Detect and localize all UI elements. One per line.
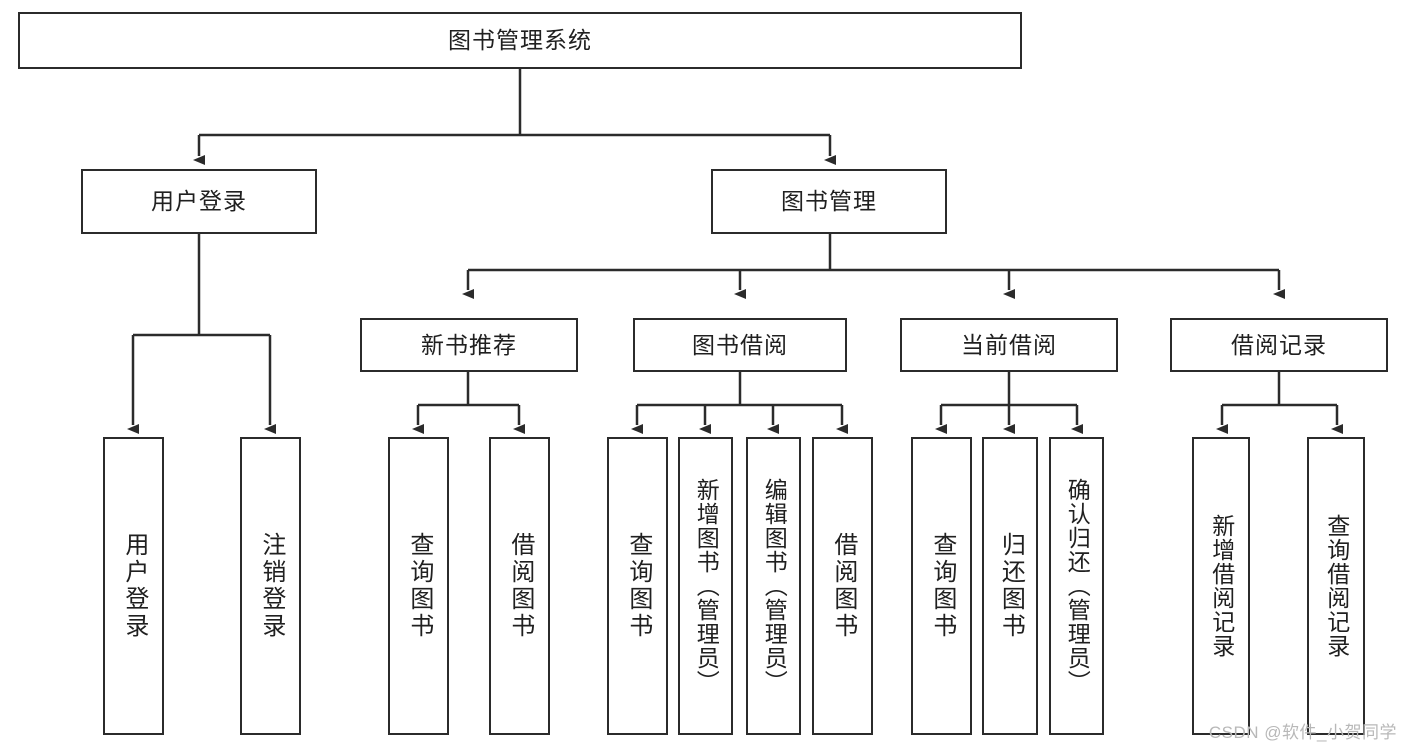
node-borrowing-record[interactable]: 借阅记录: [1170, 318, 1388, 372]
node-label: 编辑图书（管理员）: [761, 478, 788, 694]
leaf-confirm-return-admin[interactable]: 确认归还（管理员）: [1049, 437, 1104, 735]
node-label: 确认归还（管理员）: [1064, 478, 1091, 694]
node-label: 借阅图书: [829, 532, 857, 640]
node-label: 图书借阅: [692, 331, 788, 358]
leaf-logout[interactable]: 注销登录: [240, 437, 301, 735]
node-book-management[interactable]: 图书管理: [711, 169, 947, 234]
node-label: 查询图书: [624, 532, 652, 640]
node-label: 新增借阅记录: [1208, 514, 1235, 658]
leaf-user-login[interactable]: 用户登录: [103, 437, 164, 735]
node-label: 图书管理: [781, 188, 877, 215]
watermark-text: CSDN @软件_小贺同学: [1208, 723, 1397, 742]
leaf-edit-book-admin[interactable]: 编辑图书（管理员）: [746, 437, 801, 735]
node-label: 图书管理系统: [448, 27, 592, 54]
node-label: 查询图书: [405, 532, 433, 640]
leaf-add-borrow-record[interactable]: 新增借阅记录: [1192, 437, 1250, 735]
node-label: 当前借阅: [961, 331, 1057, 358]
leaf-query-book-new[interactable]: 查询图书: [388, 437, 449, 735]
node-label: 用户登录: [151, 188, 247, 215]
node-label: 新增图书（管理员）: [693, 478, 720, 694]
leaf-add-book-admin[interactable]: 新增图书（管理员）: [678, 437, 733, 735]
node-new-book-recommendation[interactable]: 新书推荐: [360, 318, 578, 372]
node-user-login[interactable]: 用户登录: [81, 169, 317, 234]
leaf-borrow-book[interactable]: 借阅图书: [812, 437, 873, 735]
node-label: 新书推荐: [421, 331, 517, 358]
leaf-return-book[interactable]: 归还图书: [982, 437, 1038, 735]
node-label: 用户登录: [120, 532, 148, 640]
node-current-borrowing[interactable]: 当前借阅: [900, 318, 1118, 372]
node-label: 查询借阅记录: [1323, 514, 1350, 658]
leaf-query-borrow-record[interactable]: 查询借阅记录: [1307, 437, 1365, 735]
node-root-book-management-system[interactable]: 图书管理系统: [18, 12, 1022, 69]
node-label: 注销登录: [257, 532, 285, 640]
node-label: 借阅记录: [1231, 331, 1327, 358]
node-label: 查询图书: [928, 532, 956, 640]
leaf-query-book-borrow[interactable]: 查询图书: [607, 437, 668, 735]
leaf-borrow-book-new[interactable]: 借阅图书: [489, 437, 550, 735]
node-label: 借阅图书: [506, 532, 534, 640]
leaf-query-book-current[interactable]: 查询图书: [911, 437, 972, 735]
node-book-borrowing[interactable]: 图书借阅: [633, 318, 847, 372]
node-label: 归还图书: [997, 532, 1025, 640]
